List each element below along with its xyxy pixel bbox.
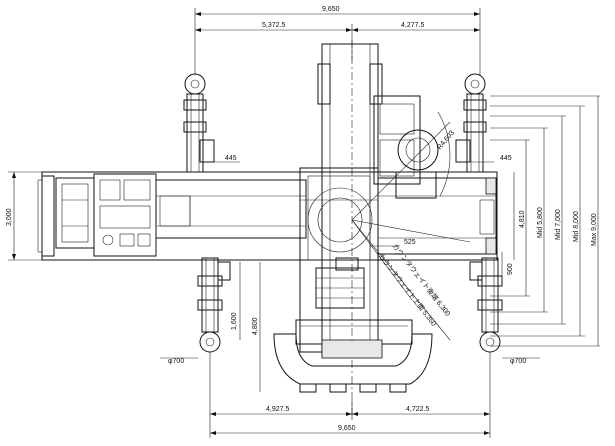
carrier-body: [37, 171, 498, 261]
bottom-dimension-lines: [209, 352, 491, 438]
offset-dimension-lines: [203, 161, 494, 247]
counterweight: [273, 319, 433, 393]
dim-overall-width-top: 9,650: [322, 6, 340, 13]
dim-mid-5800: Mid 5,800: [537, 207, 544, 238]
dim-counterweight-drop: 4,800: [252, 317, 259, 335]
outrigger-upper-left: [183, 73, 215, 173]
dim-mid-8000: Mid 8,000: [573, 211, 580, 242]
dim-center-to-front-top: 4,277.5: [401, 22, 424, 29]
dim-mid-4810: 4,810: [519, 210, 526, 228]
dim-rear-to-center-top: 5,372.5: [262, 22, 285, 29]
dim-carrier-width: 3,000: [6, 208, 13, 226]
dim-pad-diameter-left: φ700: [168, 358, 184, 365]
dim-turntable-offset: 525: [404, 239, 416, 246]
dim-left-outrigger-to-center: 4,927.5: [266, 406, 289, 413]
boom: [317, 40, 383, 420]
dim-outrigger-box: 900: [507, 263, 514, 275]
top-dimension-lines: [194, 8, 481, 75]
superstructure: [299, 95, 471, 353]
outrigger-upper-right: [455, 73, 487, 173]
outrigger-lower-right: [469, 257, 503, 353]
left-dimension-lines: [8, 171, 42, 261]
dim-outrigger-offset-right: 445: [500, 155, 512, 162]
dim-outrigger-offset-upper: 445: [225, 155, 237, 162]
dim-mid-7000: Mid 7,000: [555, 209, 562, 240]
dim-max-9000: Max 9,000: [591, 213, 598, 246]
vertical-dimension-lines: [239, 172, 515, 392]
outrigger-lower-left: [197, 257, 231, 353]
right-extension-dimension-lines: [490, 95, 600, 347]
dim-center-to-right-outrigger: 4,722.5: [406, 406, 429, 413]
dim-overall-width-bottom: 9,650: [338, 425, 356, 432]
dim-pad-diameter-right: φ700: [510, 358, 526, 365]
dim-counterweight-small: 1,600: [231, 312, 238, 330]
